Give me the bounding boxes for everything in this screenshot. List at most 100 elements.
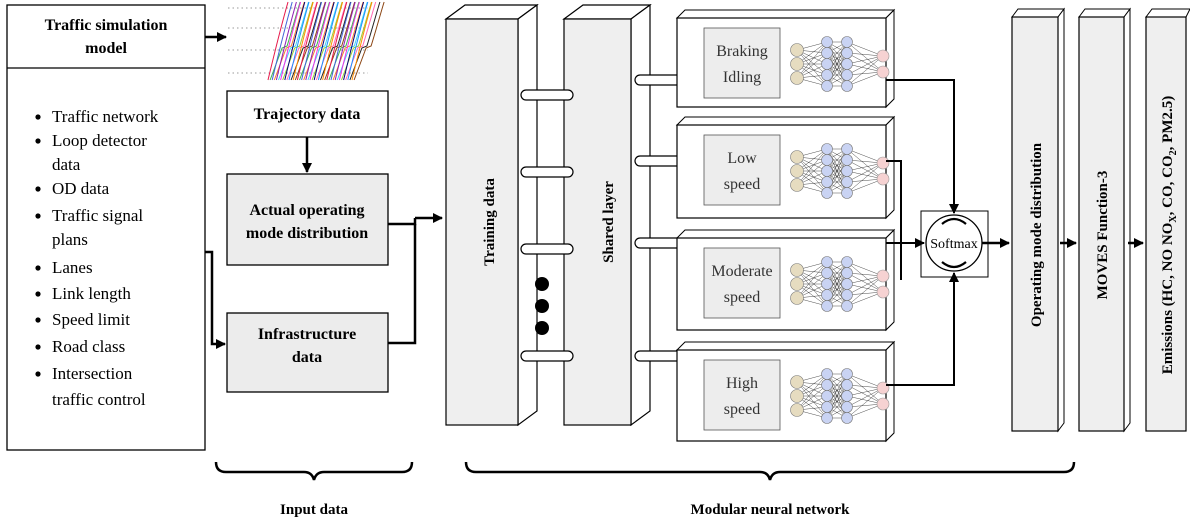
arrow-high-to-softmax <box>886 272 959 386</box>
trajectory-data-box <box>226 90 389 138</box>
module-label-line2: speed <box>724 401 760 418</box>
emissions-label: Emissions (HC, NO NOX, CO, CO2, PM2.5) <box>1160 96 1179 375</box>
trajectory-line <box>347 1 369 81</box>
trajectory-line <box>338 1 360 81</box>
module-label-box <box>703 247 781 319</box>
trajectory-line <box>296 1 318 81</box>
simulation-input-item: Traffic network <box>52 107 159 126</box>
trajectory-line <box>305 1 327 81</box>
trajectory-line <box>282 1 314 81</box>
trajectory-line <box>322 1 344 81</box>
infrastructure-line2: data <box>292 349 322 366</box>
module-label-line2: speed <box>724 176 760 193</box>
arrow-sim-to-infrastructure <box>205 250 226 349</box>
input-data-caption: Input data <box>280 502 348 518</box>
trajectory-line <box>278 1 309 81</box>
bullet-icon <box>35 291 41 297</box>
bullet-icon <box>35 213 41 219</box>
expert-modules: BrakingIdlingLowspeedModeratespeedHighsp… <box>675 8 896 443</box>
module-box-top <box>675 341 896 351</box>
bullet-icon <box>35 114 41 120</box>
simulation-input-item: Link length <box>52 284 131 303</box>
trajectory-line <box>320 1 351 81</box>
trajectory-line <box>311 1 343 81</box>
emissions-slab: Emissions (HC, NO NOX, CO, CO2, PM2.5) <box>1145 8 1190 432</box>
trajectory-line <box>280 1 302 81</box>
softmax-cycle-arrow-icon <box>941 261 967 269</box>
trajectory-line <box>294 1 326 81</box>
trajectory-line <box>273 1 305 81</box>
softmax-cycle-arrow-icon <box>941 217 967 225</box>
trajectory-line <box>299 1 330 81</box>
simulation-input-item: OD data <box>52 179 110 198</box>
moves-function-slab: MOVES Function-3 <box>1078 7 1131 433</box>
training-data-slab: Training data <box>444 3 539 427</box>
ellipsis-dot <box>535 321 549 335</box>
ellipsis-dot <box>535 277 549 291</box>
trajectory-line <box>324 1 356 81</box>
connector-operating <box>388 218 417 226</box>
shared-layer-label: Shared layer <box>601 181 617 263</box>
bullet-icon <box>35 186 41 192</box>
trajectory-line <box>332 1 364 81</box>
module-label-line2: speed <box>724 289 760 306</box>
trajectory-line <box>351 1 373 81</box>
bullet-icon <box>35 344 41 350</box>
module-box-top <box>675 9 896 19</box>
operating-distribution-label: Operating mode distribution <box>1029 142 1045 327</box>
training-data-label: Training data <box>482 178 498 266</box>
bullet-icon <box>35 371 41 377</box>
simulation-input-item: Intersection <box>52 364 133 383</box>
simulation-input-item: data <box>52 155 81 174</box>
simulation-input-item: Traffic signal <box>52 206 143 225</box>
neural-network-icon <box>790 256 890 312</box>
trajectory-line <box>303 1 335 81</box>
infrastructure-line1: Infrastructure <box>258 326 356 343</box>
layer-connector <box>520 243 574 255</box>
bullet-icon <box>35 317 41 323</box>
trajectory-line <box>353 1 385 81</box>
trajectory-line <box>290 1 322 81</box>
bullet-icon <box>35 138 41 144</box>
trajectory-line <box>271 1 293 81</box>
trajectory-data-label: Trajectory data <box>254 106 361 123</box>
bullet-icon <box>35 265 41 271</box>
neural-network-icon <box>790 143 890 199</box>
softmax-label: Softmax <box>930 237 977 252</box>
layer-connector <box>520 166 574 178</box>
trajectory-line <box>317 1 339 81</box>
layer-connector <box>520 89 574 101</box>
simulation-input-item: plans <box>52 230 88 249</box>
module-label-box <box>703 134 781 206</box>
trajectory-line <box>284 1 306 81</box>
trajectory-line <box>336 1 368 81</box>
trajectory-line <box>315 1 347 81</box>
trajectory-line <box>326 1 348 81</box>
simulation-input-item: Loop detector <box>52 131 147 150</box>
layer-connectors <box>520 74 688 362</box>
neural-network-icon <box>790 368 890 424</box>
arrow-braking-to-softmax <box>886 79 959 214</box>
module-label-box <box>703 359 781 431</box>
trajectory-line <box>349 1 381 81</box>
moves-function-label: MOVES Function-3 <box>1095 171 1111 300</box>
modular-network-caption: Modular neural network <box>691 502 851 518</box>
module-label-box <box>703 27 781 99</box>
simulation-model-box: Traffic simulation model Traffic network… <box>6 4 206 451</box>
trajectory-line <box>292 1 314 81</box>
shared-layer-slab: Shared layer <box>562 3 652 427</box>
module-label-line1: Moderate <box>711 263 772 280</box>
input-data-brace <box>214 461 414 481</box>
neural-network-icon <box>790 36 890 92</box>
module-box-top <box>675 229 896 239</box>
simulation-input-item: Lanes <box>52 258 93 277</box>
trajectory-line <box>328 1 360 81</box>
layer-connector <box>520 350 574 362</box>
trajectory-line <box>343 1 365 81</box>
operating-mode-line1: Actual operating <box>249 202 364 219</box>
module-label-line2: Idling <box>723 69 761 86</box>
trajectory-line <box>286 1 318 81</box>
module-label-line1: Low <box>727 150 757 167</box>
